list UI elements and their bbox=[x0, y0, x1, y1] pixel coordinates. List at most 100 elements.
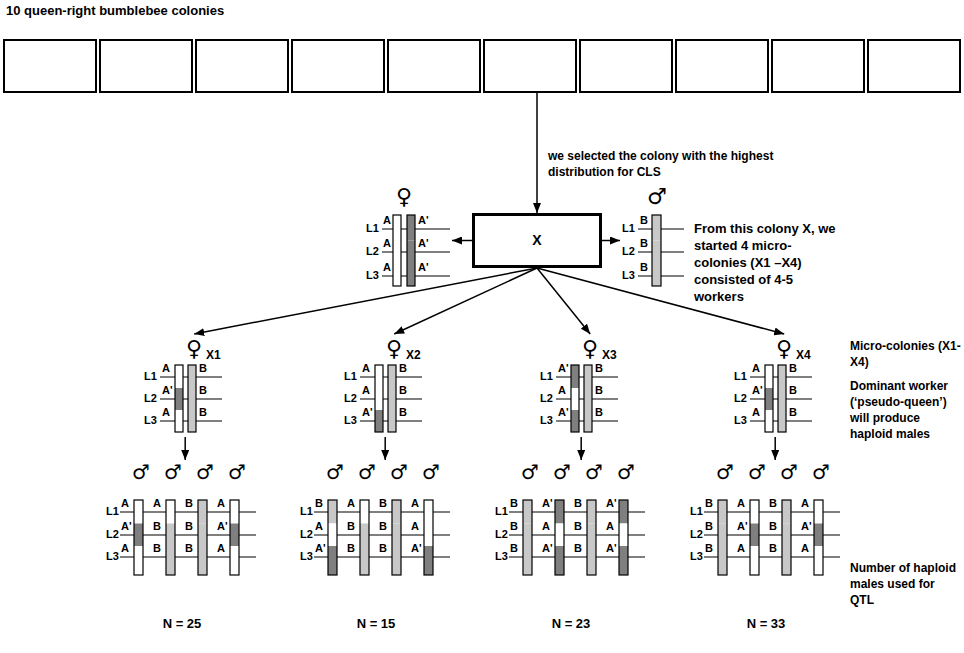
allele-label: A bbox=[153, 497, 161, 510]
allele-label: B bbox=[769, 542, 777, 555]
chromosome-segment bbox=[782, 546, 791, 575]
sex-symbol: ♂ bbox=[390, 460, 408, 484]
colony-tag: X1 bbox=[206, 348, 221, 362]
chromosome-segment bbox=[523, 546, 532, 575]
allele-label: B bbox=[347, 520, 355, 533]
allele-label: B bbox=[789, 406, 797, 419]
chromosome-bar bbox=[134, 500, 143, 575]
colony-rect bbox=[484, 40, 576, 92]
sex-symbol: ♂ bbox=[585, 460, 603, 484]
locus-label: L1 bbox=[144, 370, 157, 383]
locus-line bbox=[382, 275, 450, 276]
row-caption: Dominant worker (‘pseudo-queen’) will pr… bbox=[850, 378, 962, 442]
chromosome-segment bbox=[188, 388, 196, 410]
arrow-connector bbox=[452, 240, 472, 242]
allele-label: B bbox=[574, 497, 582, 510]
allele-label: A bbox=[737, 542, 745, 555]
chromosome-segment bbox=[360, 500, 369, 524]
colony-rect bbox=[580, 40, 672, 92]
chromosome-segment bbox=[407, 264, 415, 286]
sex-symbol: ♂ bbox=[553, 460, 571, 484]
chromosome-segment bbox=[778, 410, 786, 432]
queen-chromosome-figure: ♀L1AA'L2AA'L3AA' bbox=[364, 184, 452, 294]
allele-label: A bbox=[383, 214, 391, 227]
allele-label: B bbox=[595, 384, 603, 397]
chromosome-segment bbox=[134, 546, 143, 575]
chromosome-bar bbox=[393, 215, 401, 286]
locus-label: L3 bbox=[300, 550, 313, 563]
allele-label: B bbox=[199, 362, 207, 375]
allele-label: A' bbox=[801, 520, 812, 533]
chromosome-segment bbox=[814, 546, 823, 575]
description-note: From this colony X, we started 4 micro- … bbox=[694, 220, 846, 305]
allele-label: A' bbox=[121, 520, 132, 533]
row-caption: Micro-colonies (X1-X4) bbox=[850, 338, 962, 370]
chromosome-bar bbox=[571, 365, 579, 432]
allele-label: A' bbox=[217, 520, 228, 533]
allele-label: B bbox=[595, 362, 603, 375]
chromosome-segment bbox=[424, 546, 433, 575]
allele-label: A' bbox=[162, 384, 173, 397]
allele-label: A bbox=[411, 520, 419, 533]
locus-label: L1 bbox=[106, 505, 119, 518]
allele-label: B bbox=[574, 520, 582, 533]
chromosome-segment bbox=[198, 500, 207, 524]
chromosome-segment bbox=[166, 546, 175, 575]
locus-label: L2 bbox=[144, 392, 157, 405]
chromosome-segment bbox=[230, 546, 239, 575]
locus-label: L3 bbox=[734, 414, 747, 427]
locus-label: L1 bbox=[690, 505, 703, 518]
locus-label: L1 bbox=[734, 370, 747, 383]
allele-label: A bbox=[383, 261, 391, 274]
chromosome-bar bbox=[555, 500, 564, 575]
colony-rect bbox=[772, 40, 864, 92]
chromosome-segment bbox=[555, 524, 564, 547]
chromosome-segment bbox=[587, 500, 596, 524]
chromosome-segment bbox=[175, 388, 183, 410]
allele-label: B bbox=[347, 542, 355, 555]
allele-label: B bbox=[185, 542, 193, 555]
allele-label: A bbox=[752, 406, 760, 419]
allele-label: A' bbox=[418, 214, 429, 227]
allele-label: B bbox=[510, 497, 518, 510]
chromosome-segment bbox=[134, 524, 143, 547]
chromosome-segment bbox=[750, 500, 759, 524]
allele-label: A' bbox=[558, 362, 569, 375]
locus-label: L2 bbox=[366, 245, 379, 258]
chromosome-segment bbox=[555, 500, 564, 524]
locus-label: L2 bbox=[734, 392, 747, 405]
chromosome-bar bbox=[584, 365, 592, 432]
chromosome-bar bbox=[782, 500, 791, 575]
drone-chromosome-figure: ♂L1BL2BL3B bbox=[620, 184, 688, 294]
allele-label: B bbox=[595, 406, 603, 419]
chromosome-bar bbox=[188, 365, 196, 432]
sex-symbol: ♀ bbox=[386, 336, 402, 362]
sex-symbol: ♂ bbox=[647, 184, 667, 210]
sex-symbol: ♂ bbox=[196, 460, 214, 484]
chromosome-segment bbox=[765, 365, 773, 388]
allele-label: A' bbox=[542, 542, 553, 555]
arrow-connector bbox=[384, 437, 386, 460]
colony-rect bbox=[4, 40, 96, 92]
chromosome-bar bbox=[424, 500, 433, 575]
allele-label: B bbox=[199, 406, 207, 419]
allele-label: B bbox=[640, 214, 648, 227]
arrow-connector bbox=[194, 268, 537, 334]
chromosome-segment bbox=[230, 524, 239, 547]
chromosome-segment bbox=[134, 500, 143, 524]
sex-symbol: ♂ bbox=[716, 460, 734, 484]
colony-tag: X2 bbox=[406, 348, 421, 362]
chromosome-segment bbox=[375, 410, 383, 432]
locus-label: L2 bbox=[344, 392, 357, 405]
chromosome-bar bbox=[587, 500, 596, 575]
sample-size: N = 33 bbox=[688, 616, 844, 632]
locus-label: L2 bbox=[540, 392, 553, 405]
allele-label: A bbox=[752, 362, 760, 375]
chromosome-segment bbox=[198, 546, 207, 575]
worker-chromosome-figure: ♀X3L1A'BL2ABL3A'B bbox=[538, 334, 628, 437]
allele-label: B bbox=[399, 362, 407, 375]
allele-label: A bbox=[411, 497, 419, 510]
allele-label: A' bbox=[606, 542, 617, 555]
